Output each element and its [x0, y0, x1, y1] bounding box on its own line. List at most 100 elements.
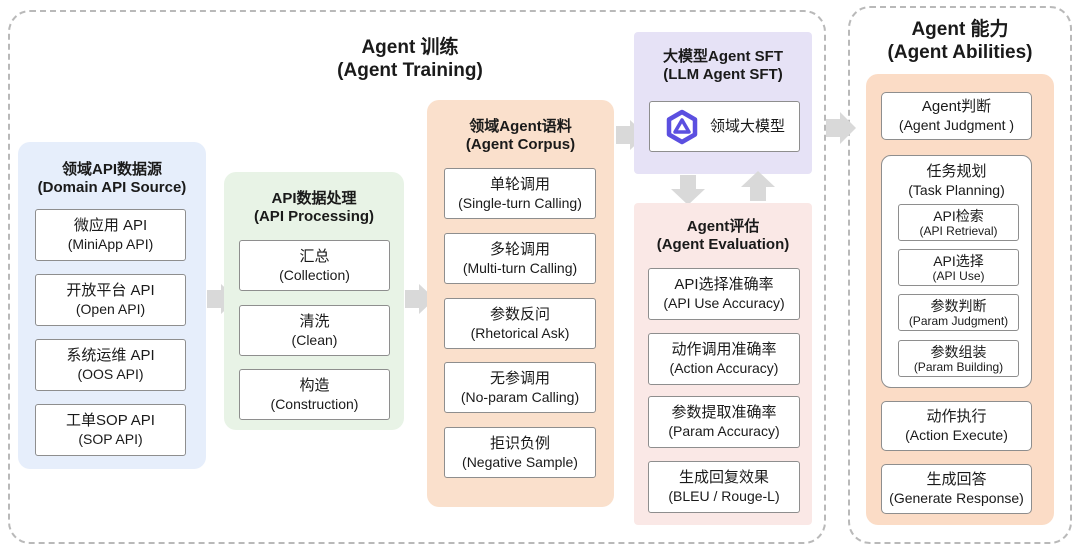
- corpus-item-en: (Single-turn Calling): [458, 194, 582, 211]
- corpus-item-en: (Rhetorical Ask): [470, 324, 570, 341]
- processing-title-en: (API Processing): [253, 208, 375, 225]
- arrow-right-icon: [616, 120, 646, 150]
- source-item-zh: 工单SOP API: [66, 412, 155, 429]
- task-planning-en: (Task Planning): [908, 182, 1005, 198]
- evaluation-item: 参数提取准确率 (Param Accuracy): [648, 396, 800, 448]
- corpus-item: 单轮调用 (Single-turn Calling): [444, 168, 596, 219]
- source-item-en: (SOP API): [78, 431, 143, 447]
- evaluation-item-en: (Action Accuracy): [669, 360, 779, 376]
- task-planning-zh: 任务规划: [926, 163, 987, 180]
- processing-item-en: (Clean): [291, 331, 338, 348]
- training-title-zh: Agent 训练: [361, 37, 459, 58]
- corpus-item: 拒识负例 (Negative Sample): [444, 427, 596, 478]
- abilities-title: Agent 能力 (Agent Abilities): [848, 18, 1072, 64]
- processing-item-zh: 汇总: [299, 247, 330, 265]
- source-item-en: (OOS API): [77, 366, 144, 382]
- processing-item: 构造 (Construction): [239, 369, 390, 420]
- evaluation-title-zh: Agent评估: [686, 218, 760, 235]
- evaluation-item: 生成回复效果 (BLEU / Rouge-L): [648, 461, 800, 513]
- corpus-title-en: (Agent Corpus): [465, 136, 576, 153]
- llm-model-label: 领域大模型: [709, 118, 785, 135]
- evaluation-item: API选择准确率 (API Use Accuracy): [648, 268, 800, 320]
- abilities-title-en: (Agent Abilities): [887, 42, 1033, 63]
- planning-item-zh: 参数组装: [930, 343, 987, 360]
- generate-response-box: 生成回答 (Generate Response): [881, 464, 1032, 514]
- abilities-title-zh: Agent 能力: [911, 19, 1009, 40]
- source-item: 微应用 API (MiniApp API): [35, 209, 186, 261]
- processing-item: 清洗 (Clean): [239, 305, 390, 356]
- planning-item-zh: API选择: [933, 252, 984, 269]
- corpus-item: 多轮调用 (Multi-turn Calling): [444, 233, 596, 284]
- source-item-zh: 微应用 API: [73, 217, 148, 234]
- arrow-down-icon: [671, 175, 705, 205]
- action-execute-zh: 动作执行: [926, 408, 987, 425]
- sft-title-en: (LLM Agent SFT): [663, 66, 783, 83]
- processing-item-zh: 构造: [299, 376, 330, 394]
- corpus-item-zh: 无参调用: [489, 369, 550, 387]
- corpus-title-zh: 领域Agent语料: [469, 118, 572, 135]
- arrow-up-icon: [741, 171, 775, 201]
- source-item-en: (Open API): [75, 301, 146, 317]
- sft-title: 大模型Agent SFT (LLM Agent SFT): [634, 48, 812, 84]
- evaluation-title-en: (Agent Evaluation): [656, 236, 790, 253]
- evaluation-item-en: (BLEU / Rouge-L): [668, 488, 780, 504]
- source-item: 工单SOP API (SOP API): [35, 404, 186, 456]
- processing-item: 汇总 (Collection): [239, 240, 390, 291]
- corpus-item-zh: 参数反问: [489, 305, 550, 323]
- agent-judgment-en: (Agent Judgment ): [898, 117, 1015, 133]
- training-title: Agent 训练 (Agent Training): [290, 36, 530, 82]
- planning-item: 参数判断 (Param Judgment): [898, 294, 1019, 331]
- planning-item: API检索 (API Retrieval): [898, 204, 1019, 241]
- processing-title: API数据处理 (API Processing): [224, 190, 404, 226]
- processing-item-en: (Collection): [279, 266, 350, 283]
- arrow-right-icon: [826, 112, 856, 144]
- corpus-item: 无参调用 (No-param Calling): [444, 362, 596, 413]
- processing-item-en: (Construction): [270, 395, 359, 412]
- planning-item-en: (Param Judgment): [908, 313, 1009, 328]
- llm-logo-icon: [666, 109, 698, 144]
- planning-item: API选择 (API Use): [898, 249, 1019, 286]
- corpus-item-zh: 拒识负例: [489, 434, 550, 452]
- corpus-item-en: (No-param Calling): [460, 388, 580, 405]
- planning-item: 参数组装 (Param Building): [898, 340, 1019, 377]
- evaluation-title: Agent评估 (Agent Evaluation): [634, 218, 812, 254]
- corpus-item-zh: 单轮调用: [489, 175, 550, 193]
- planning-item-zh: 参数判断: [930, 297, 987, 314]
- task-planning-title: 任务规划 (Task Planning): [881, 162, 1032, 200]
- arrow-right-icon: [405, 284, 435, 314]
- source-item-zh: 开放平台 API: [66, 282, 155, 299]
- llm-model-box: 领域大模型: [649, 101, 800, 152]
- planning-item-zh: API检索: [933, 207, 984, 224]
- evaluation-item: 动作调用准确率 (Action Accuracy): [648, 333, 800, 385]
- source-item: 开放平台 API (Open API): [35, 274, 186, 326]
- source-title-en: (Domain API Source): [37, 179, 187, 196]
- abilities-container: [848, 6, 1072, 544]
- planning-item-en: (API Retrieval): [919, 223, 998, 238]
- corpus-item: 参数反问 (Rhetorical Ask): [444, 298, 596, 349]
- training-container: [8, 10, 826, 544]
- evaluation-item-zh: 动作调用准确率: [671, 341, 777, 358]
- source-item-en: (MiniApp API): [67, 236, 154, 252]
- processing-item-zh: 清洗: [299, 312, 330, 330]
- corpus-item-zh: 多轮调用: [489, 240, 550, 258]
- evaluation-item-zh: API选择准确率: [674, 276, 774, 293]
- generate-response-zh: 生成回答: [926, 471, 987, 488]
- agent-judgment-box: Agent判断 (Agent Judgment ): [881, 92, 1032, 140]
- corpus-title: 领域Agent语料 (Agent Corpus): [427, 118, 614, 154]
- action-execute-box: 动作执行 (Action Execute): [881, 401, 1032, 451]
- generate-response-en: (Generate Response): [889, 490, 1024, 506]
- agent-judgment-zh: Agent判断: [921, 98, 992, 115]
- evaluation-item-en: (Param Accuracy): [668, 423, 780, 439]
- processing-title-zh: API数据处理: [271, 190, 357, 207]
- planning-item-en: (Param Building): [913, 359, 1004, 374]
- sft-title-zh: 大模型Agent SFT: [663, 48, 783, 65]
- source-title: 领域API数据源 (Domain API Source): [18, 161, 206, 197]
- source-title-zh: 领域API数据源: [61, 161, 162, 178]
- evaluation-item-en: (API Use Accuracy): [663, 295, 785, 311]
- corpus-item-en: (Negative Sample): [462, 453, 578, 470]
- corpus-item-en: (Multi-turn Calling): [462, 259, 578, 276]
- source-item: 系统运维 API (OOS API): [35, 339, 186, 391]
- evaluation-item-zh: 参数提取准确率: [671, 404, 777, 421]
- arrow-right-icon: [207, 284, 237, 314]
- action-execute-en: (Action Execute): [905, 427, 1008, 443]
